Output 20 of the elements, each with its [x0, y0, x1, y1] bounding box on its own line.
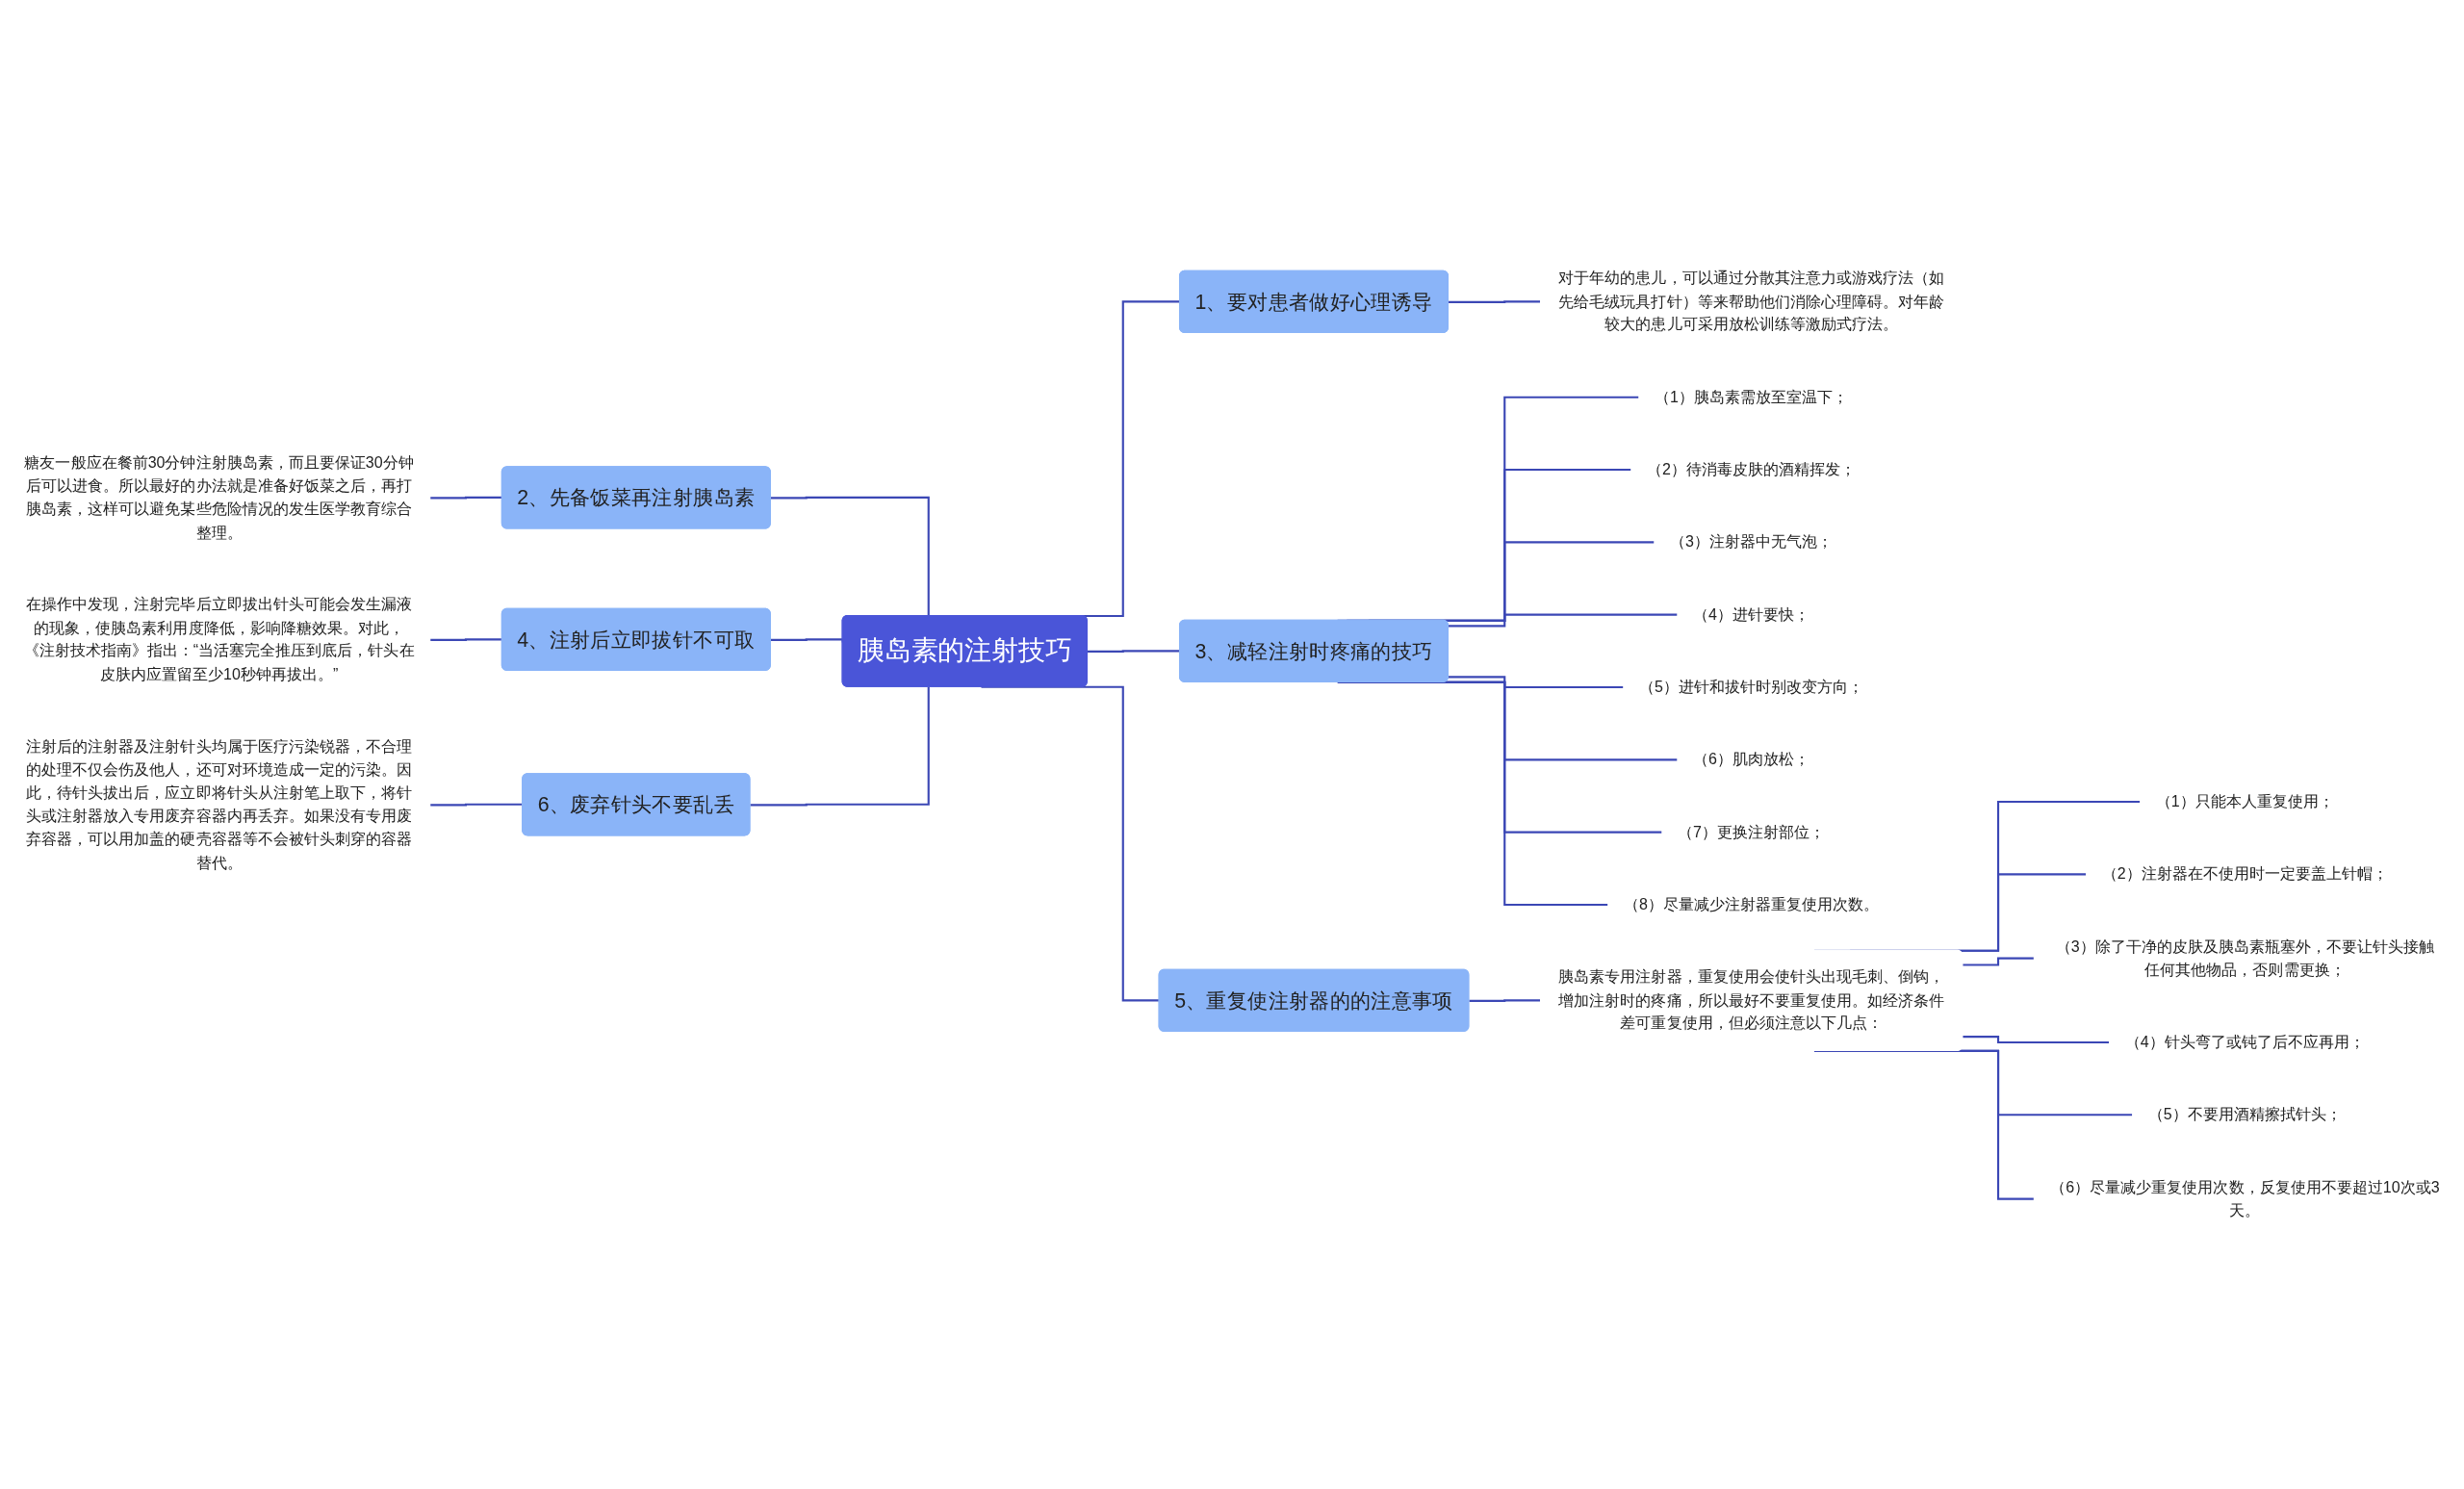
node-text: （1）只能本人重复使用；: [2155, 792, 2335, 810]
node-text: 对于年幼的患儿，可以通过分散其注意力或游戏疗法（如先给毛绒玩具打针）等来帮助他们消除心理障碍。对年龄较大的患儿可采用放松训练等激励式疗法。: [1558, 269, 1944, 333]
node-text: （4）进针要快；: [1693, 604, 1810, 623]
node-text: （2）注射器在不使用时一定要盖上针帽；: [2101, 864, 2389, 883]
node-text: （5）不要用酒精擦拭针头；: [2147, 1105, 2343, 1123]
node-text: （1）胰岛素需放至室温下；: [1655, 387, 1849, 406]
node-text: （3）除了干净的皮肤及胰岛素瓶塞外，不要让针头接触任何其他物品，否则需更换；: [2055, 937, 2435, 978]
node-text: （3）注射器中无气泡；: [1670, 532, 1834, 551]
node-text: 注射后的注射器及注射针头均属于医疗污染锐器，不合理的处理不仅会伤及他人，还可对环境造成一定的污染。因此，待针头拔出后，应立即将针头从注射笔上取下，将针头或注射器放入专用废弃容器内再丢弃。如果没有专用废弃容器，可以用加盖的硬壳容器等不会被针头刺穿的容器替代。: [26, 736, 412, 871]
node-text: 在操作中发现，注射完毕后立即拔出针头可能会发生漏液的现象，使胰岛素利用度降低，影响降糖效果。对此，《注射技术指南》指出：“当活塞完全推压到底后，针头在皮肤内应置留至少10秒钟再拔出。”: [23, 595, 415, 682]
node-text: （6）肌肉放松；: [1693, 750, 1810, 768]
connector: [750, 686, 930, 807]
node-text: （4）针头弯了或钝了后不应再用；: [2124, 1033, 2366, 1051]
node-text: （2）待消毒皮肤的酒精挥发；: [1647, 460, 1857, 478]
node-text: （5）进针和拔针时别改变方向；: [1639, 678, 1864, 696]
node-text: （7）更换注射部位；: [1678, 822, 1826, 840]
node-text: （6）尽量减少重复使用次数，反复使用不要超过10次或3天。: [2050, 1177, 2440, 1219]
node-text: 糖友一般应在餐前30分钟注射胰岛素，而且要保证30分钟后可以进食。所以最好的办法就是准备好饭菜之后，再打胰岛素，这样可以避免某些危险情况的发生医学教育综合整理。: [24, 452, 414, 541]
node-text: （8）尽量减少注射器重复使用次数。: [1623, 895, 1880, 913]
connector: [770, 496, 930, 616]
